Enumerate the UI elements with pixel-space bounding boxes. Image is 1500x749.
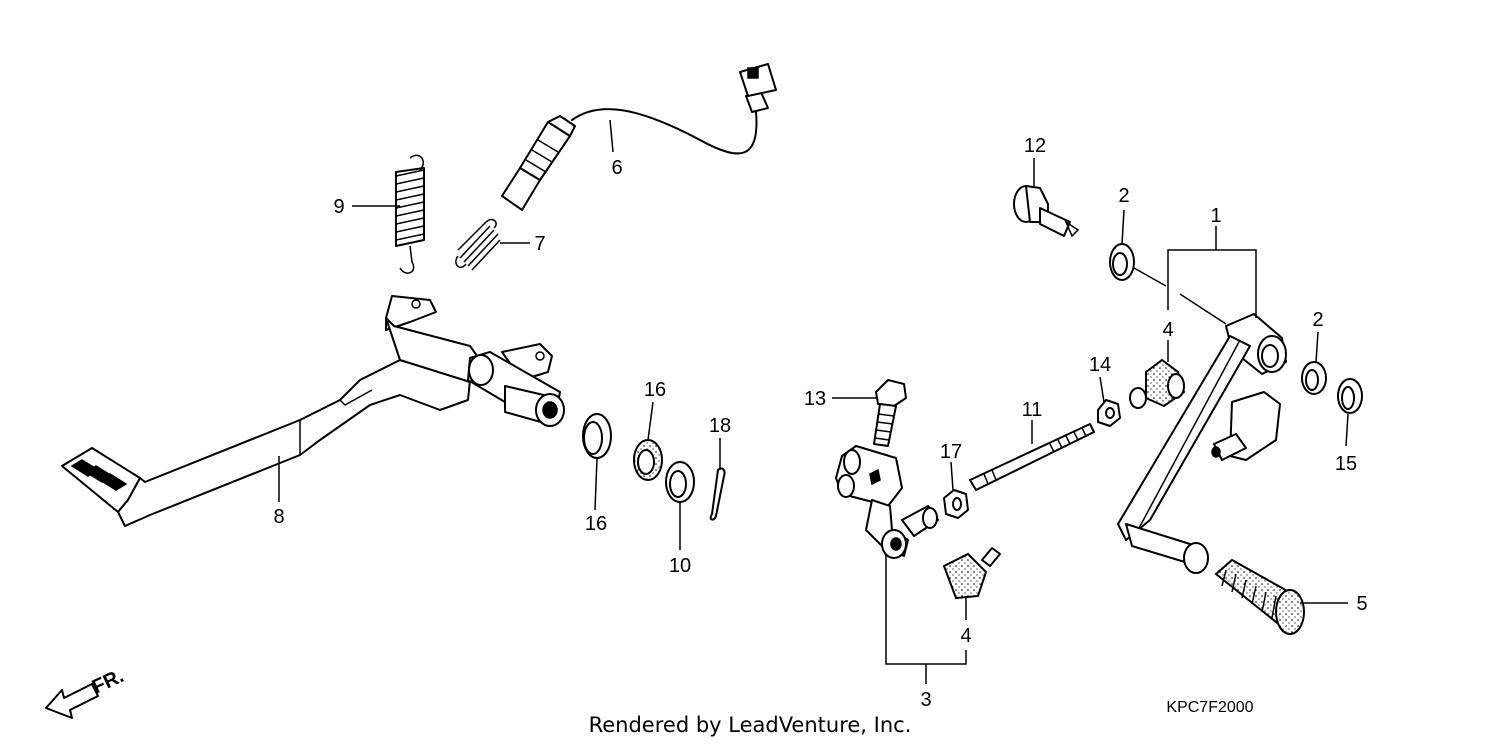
gearshift-arm[interactable]	[835, 445, 939, 559]
callout-7: 7	[534, 233, 545, 255]
tie-rod-joint-lower[interactable]	[942, 547, 1001, 600]
callout-2-upper: 2	[1118, 185, 1129, 207]
callout-5: 5	[1356, 593, 1367, 615]
shift-pedal-assembly[interactable]	[1117, 313, 1287, 574]
callout-16-upper: 16	[644, 379, 666, 401]
brake-light-switch[interactable]	[501, 63, 777, 211]
callout-11: 11	[1022, 399, 1043, 421]
return-spring[interactable]	[395, 154, 425, 274]
pivot-bolt[interactable]	[1013, 185, 1080, 238]
callout-15: 15	[1335, 453, 1357, 475]
front-direction-arrow: FR.	[45, 665, 127, 719]
stop-switch-spring[interactable]	[455, 218, 501, 271]
nut[interactable]	[1097, 399, 1121, 427]
pedal-tread-slots	[70, 459, 128, 491]
callout-4-lower: 4	[960, 625, 971, 647]
pedal-seal-front[interactable]	[582, 413, 612, 459]
callout-1: 1	[1210, 205, 1221, 227]
dust-seal-upper[interactable]	[1109, 243, 1135, 281]
callout-13: 13	[804, 388, 826, 410]
callout-2-lower: 2	[1312, 309, 1323, 331]
washer[interactable]	[665, 461, 695, 503]
tie-rod-joint-upper[interactable]	[1129, 358, 1186, 409]
callout-17: 17	[940, 441, 962, 463]
pedal-washer[interactable]	[1337, 378, 1363, 414]
brake-pedal[interactable]	[61, 295, 565, 527]
pedal-rubber[interactable]	[1214, 558, 1305, 635]
callout-12: 12	[1024, 135, 1046, 157]
callout-18: 18	[709, 415, 731, 437]
arm-bolt[interactable]	[873, 379, 907, 447]
tie-rod-nut[interactable]	[943, 489, 969, 519]
callout-4-upper: 4	[1162, 319, 1173, 341]
callout-16-lower: 16	[585, 513, 607, 535]
callout-6: 6	[611, 157, 622, 179]
pedal-seal-rear[interactable]	[633, 439, 663, 481]
callout-10: 10	[669, 555, 691, 577]
callout-9: 9	[333, 196, 344, 218]
callout-14: 14	[1089, 354, 1111, 376]
diagram-code: KPC7F2000	[1166, 699, 1253, 716]
dust-seal-lower[interactable]	[1301, 361, 1327, 395]
tie-rod[interactable]	[969, 423, 1095, 491]
callout-3: 3	[920, 689, 931, 711]
rendered-by-footer: Rendered by LeadVenture, Inc.	[588, 713, 912, 737]
callout-labels: 9 7 6 8 16 16 10 18 13 12 2 1 4 2 15 5 1…	[273, 135, 1367, 716]
callout-8: 8	[273, 506, 284, 528]
cotter-pin[interactable]	[709, 467, 726, 521]
leader-lines	[278, 119, 1349, 684]
